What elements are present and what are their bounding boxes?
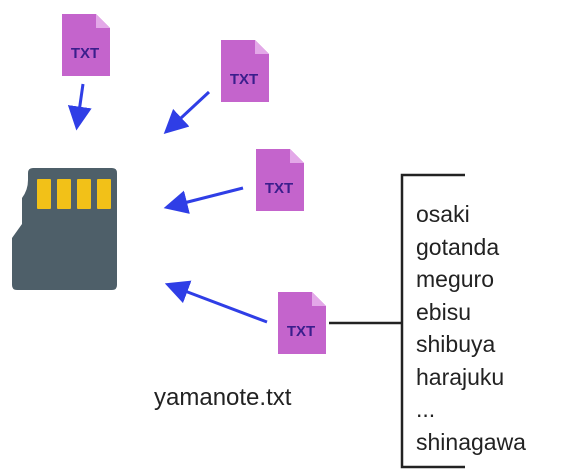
file-badge-label: TXT [230, 71, 258, 88]
text-file-icon: TXT [256, 149, 304, 211]
text-file-icon: TXT [221, 40, 269, 102]
file-badge-label: TXT [265, 180, 293, 197]
file-fold [255, 40, 269, 54]
list-bracket [400, 173, 465, 469]
station-item: meguro [416, 266, 494, 292]
station-item: osaki [416, 201, 470, 227]
sd-card-contact [37, 179, 51, 209]
text-file-icon: TXT [62, 14, 110, 76]
file-badge-label: TXT [287, 323, 315, 340]
file-badge-label: TXT [71, 45, 99, 62]
file-fold [96, 14, 110, 28]
arrow [67, 83, 92, 131]
arrow [163, 186, 244, 214]
sd-card-icon [12, 168, 117, 290]
sd-card-contact [77, 179, 91, 209]
sd-card-contact [97, 179, 111, 209]
file-page [256, 149, 304, 211]
arrow [163, 90, 211, 135]
text-file-icon: TXT [278, 292, 326, 354]
station-list: osaki gotanda meguro ebisu shibuya haraj… [416, 198, 526, 458]
station-item: ... [416, 396, 436, 422]
file-fold [312, 292, 326, 306]
station-item: harajuku [416, 363, 505, 390]
sd-card-contact [57, 179, 71, 209]
station-item: shibuya [416, 331, 496, 357]
station-item: gotanda [416, 233, 500, 260]
file-page [221, 40, 269, 102]
station-item: ebisu [416, 298, 471, 325]
file-page [278, 292, 326, 354]
file-fold [290, 149, 304, 163]
arrow [164, 280, 268, 324]
file-name-caption: yamanote.txt [154, 384, 292, 411]
file-page [62, 14, 110, 76]
station-item: shinagawa [416, 428, 526, 455]
